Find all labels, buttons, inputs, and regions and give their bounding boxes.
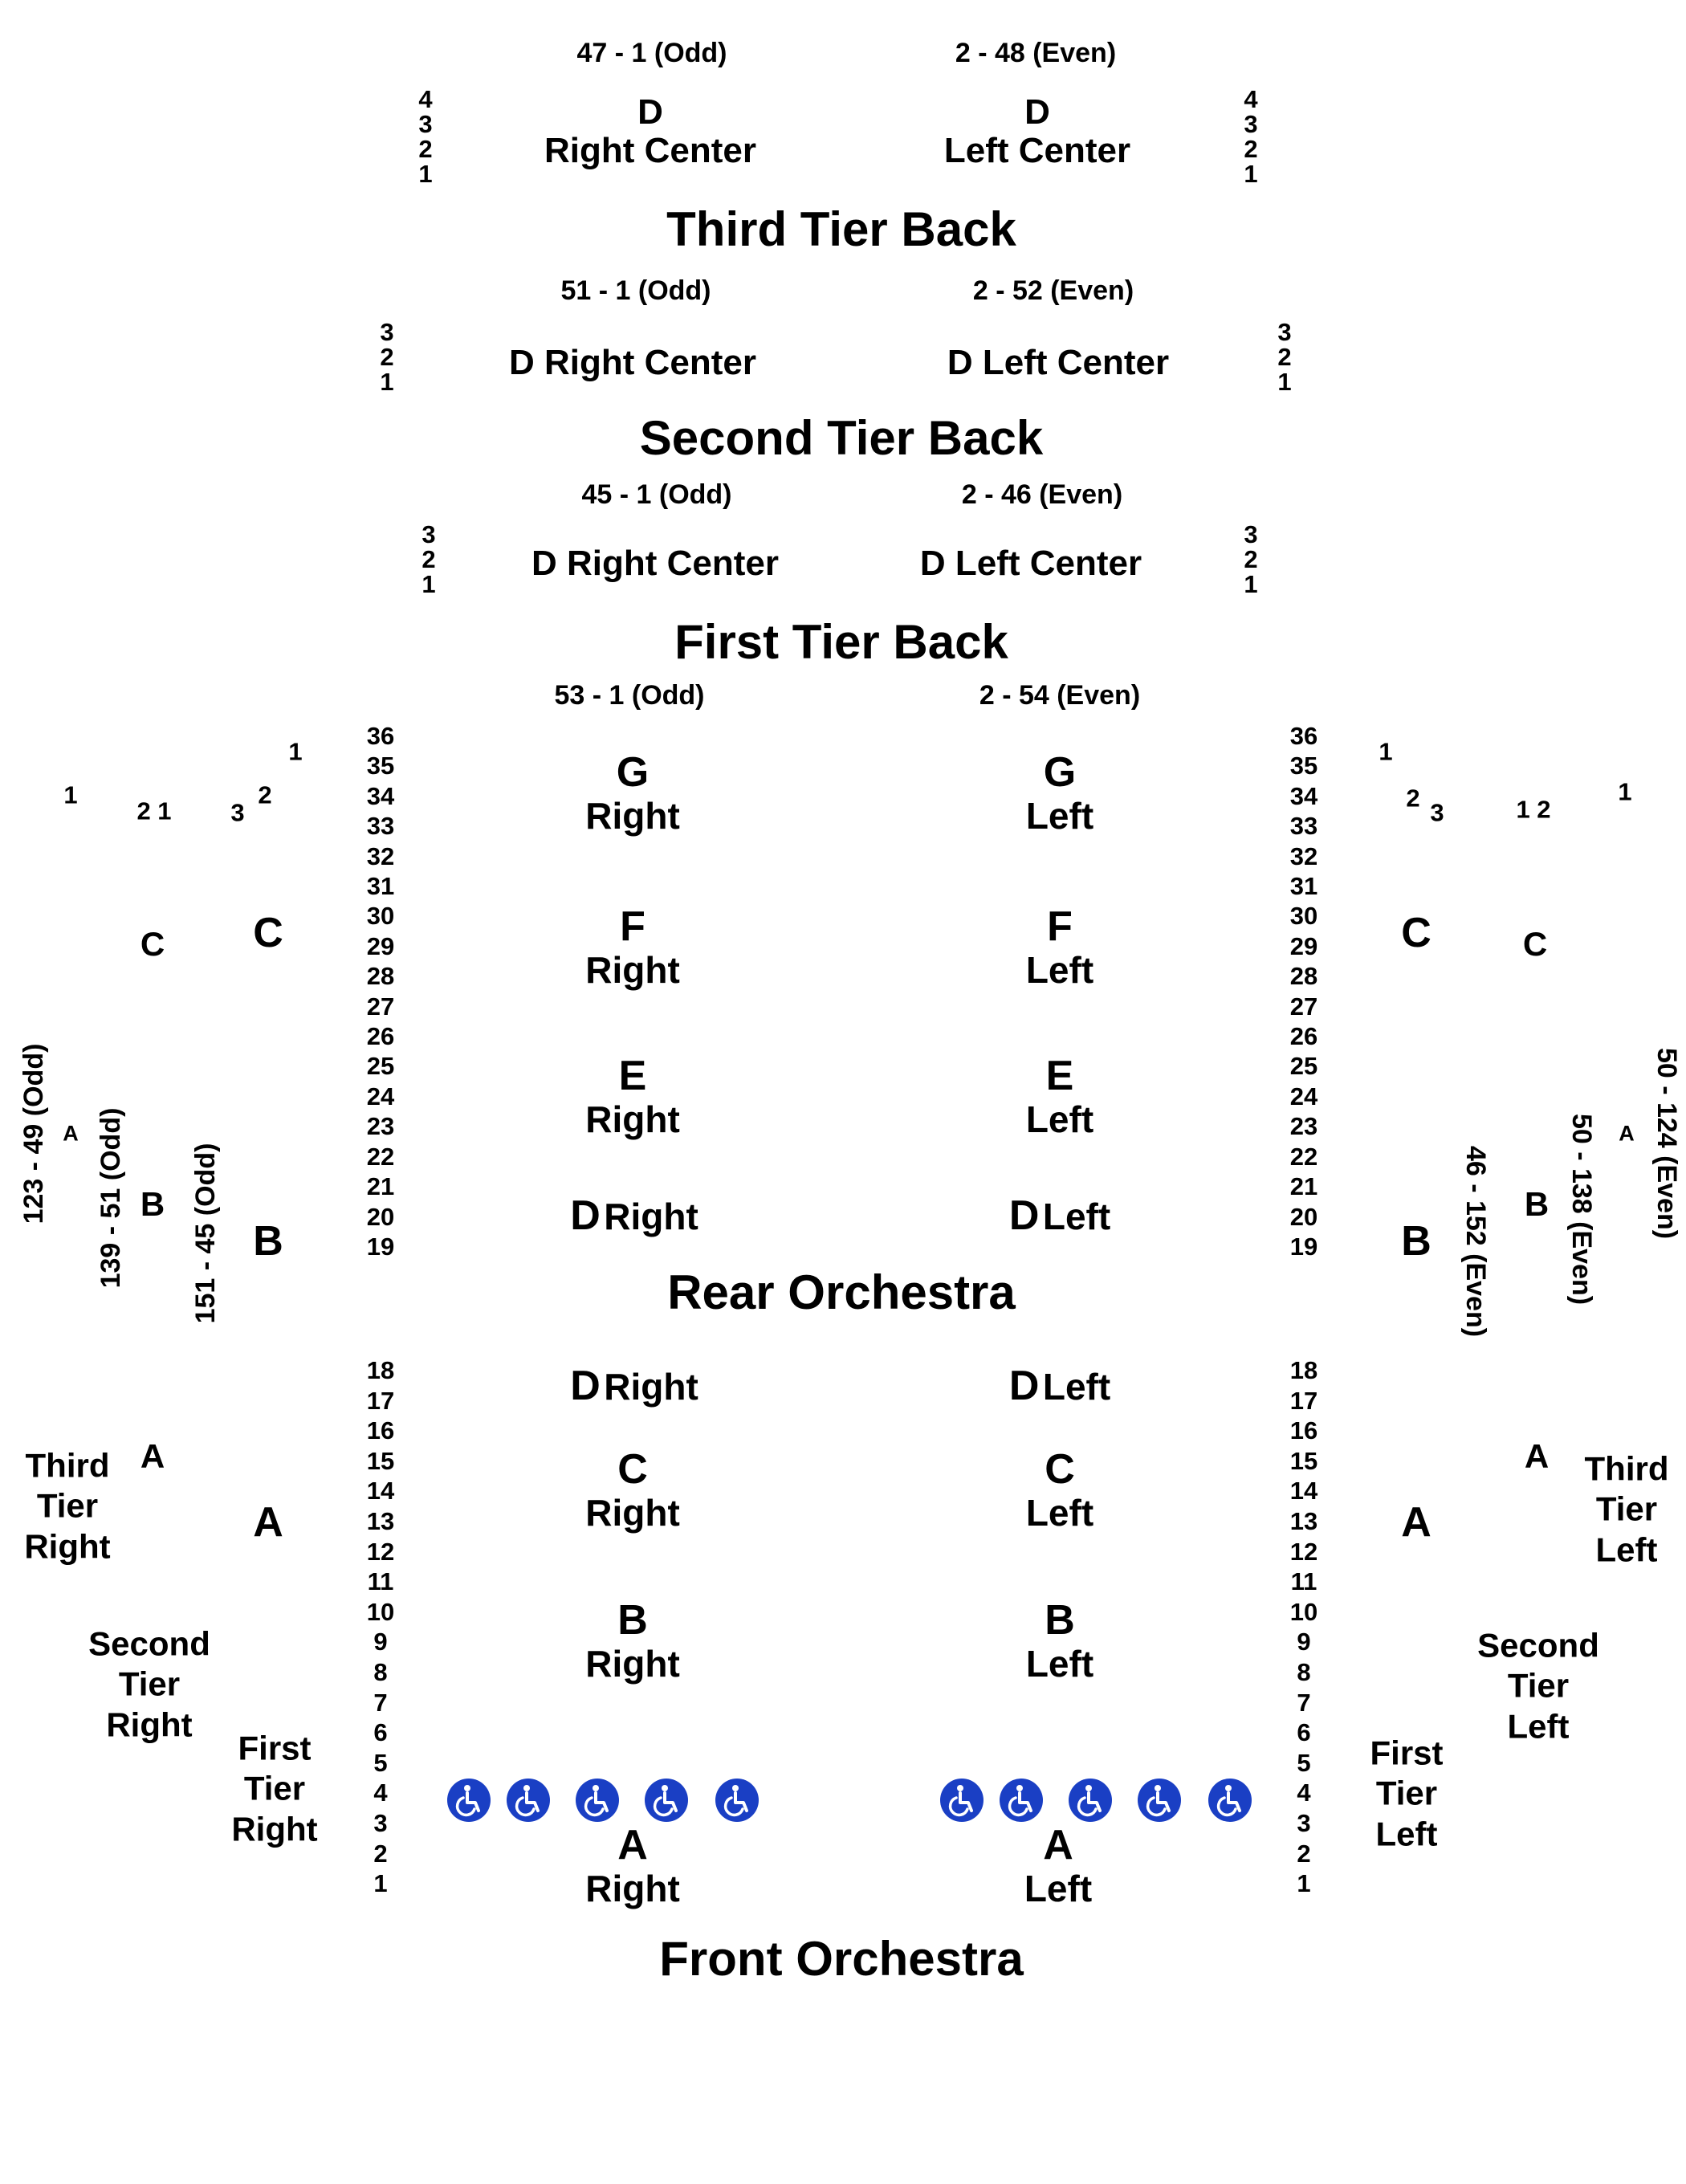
second-tier-right-box-label: 2 1: [136, 797, 172, 825]
wheelchair-accessible-icon[interactable]: [1138, 1779, 1181, 1822]
second-tier-left-a[interactable]: A: [1524, 1437, 1550, 1475]
third-tier-right-range: 123 - 49 (Odd): [18, 1043, 49, 1224]
first-tier-back-range-even: 2 - 46 (Even): [961, 479, 1123, 510]
first-tier-left-label: First Tier Left: [1370, 1734, 1444, 1853]
first-tier-right-c[interactable]: C: [253, 910, 283, 956]
rear-orchestra-title: Rear Orchestra: [667, 1265, 1016, 1319]
second-tier-back-left-center[interactable]: D Left Center: [947, 343, 1170, 382]
third-tier-back-range-even: 2 - 48 (Even): [955, 38, 1117, 68]
second-tier-left-b[interactable]: B: [1524, 1185, 1550, 1223]
third-tier-back-left-center-letter[interactable]: D: [1024, 92, 1050, 132]
third-tier-left-box-label: 1: [1618, 777, 1632, 806]
second-tier-right-a[interactable]: A: [140, 1437, 165, 1475]
first-tier-back-right-center[interactable]: D Right Center: [531, 544, 779, 583]
wheelchair-accessible-icon[interactable]: [1208, 1779, 1252, 1822]
third-tier-back-left-center-name[interactable]: Left Center: [943, 131, 1131, 170]
third-tier-right-label: Third Tier Right: [24, 1446, 111, 1566]
first-tier-right-label: First Tier Right: [231, 1729, 318, 1848]
third-tier-back-title: Third Tier Back: [666, 202, 1016, 256]
wheelchair-accessible-icon[interactable]: [645, 1779, 688, 1822]
second-tier-right-label: Second Tier Right: [88, 1624, 210, 1744]
wheelchair-accessible-icon[interactable]: [576, 1779, 619, 1822]
wheelchair-accessible-icon[interactable]: [507, 1779, 550, 1822]
third-tier-left-label: Third Tier Left: [1584, 1449, 1669, 1569]
second-tier-left-c[interactable]: C: [1522, 925, 1548, 963]
first-tier-right-range: 151 - 45 (Odd): [190, 1143, 221, 1324]
section-d-right-rear[interactable]: D Right: [570, 1192, 698, 1239]
first-tier-right-a[interactable]: A: [253, 1499, 283, 1546]
second-tier-left-box-label: 1 2: [1516, 795, 1551, 824]
first-tier-left-box-3: 3: [1430, 798, 1444, 827]
third-tier-left-range: 50 - 124 (Even): [1651, 1047, 1682, 1240]
third-tier-back-range-odd: 47 - 1 (Odd): [576, 38, 727, 68]
first-tier-left-b[interactable]: B: [1401, 1218, 1431, 1265]
first-tier-back-left-center[interactable]: D Left Center: [919, 544, 1142, 583]
third-tier-back-right-center-name[interactable]: Right Center: [544, 131, 756, 170]
first-tier-left-c[interactable]: C: [1401, 910, 1431, 956]
wheelchair-accessible-icon[interactable]: [447, 1779, 491, 1822]
wheelchair-accessible-icon[interactable]: [940, 1779, 984, 1822]
first-tier-right-box-1: 1: [288, 737, 303, 766]
second-tier-back-right-center[interactable]: D Right Center: [509, 343, 756, 382]
second-tier-back-range-odd: 51 - 1 (Odd): [560, 275, 711, 306]
section-d-right-front[interactable]: D Right: [570, 1363, 698, 1409]
second-tier-back-title: Second Tier Back: [639, 411, 1044, 465]
third-tier-right-a-small[interactable]: A: [63, 1121, 79, 1146]
wheelchair-accessible-icon[interactable]: [1000, 1779, 1043, 1822]
second-tier-right-b[interactable]: B: [140, 1185, 165, 1223]
first-tier-right-b[interactable]: B: [253, 1218, 283, 1265]
third-tier-back-right-center-letter[interactable]: D: [637, 92, 663, 132]
second-tier-right-c[interactable]: C: [140, 925, 165, 963]
front-orchestra-title: Front Orchestra: [659, 1932, 1024, 1986]
third-tier-left-a-small[interactable]: A: [1619, 1121, 1635, 1146]
section-d-left-rear[interactable]: D Left: [1008, 1192, 1111, 1239]
section-d-left-front[interactable]: D Left: [1008, 1363, 1111, 1409]
wheelchair-accessible-icon[interactable]: [1069, 1779, 1112, 1822]
second-tier-right-range: 139 - 51 (Odd): [96, 1107, 126, 1289]
first-tier-left-box-2: 2: [1406, 784, 1420, 813]
rear-orchestra-range-even: 2 - 54 (Even): [979, 680, 1141, 711]
first-tier-right-box-2: 2: [258, 780, 272, 809]
first-tier-right-box-3: 3: [230, 798, 245, 827]
rear-orchestra-range-odd: 53 - 1 (Odd): [554, 680, 705, 711]
first-tier-back-range-odd: 45 - 1 (Odd): [581, 479, 732, 510]
first-tier-back-title: First Tier Back: [674, 615, 1008, 669]
second-tier-left-label: Second Tier Left: [1477, 1626, 1599, 1746]
first-tier-left-a[interactable]: A: [1401, 1499, 1431, 1546]
wheelchair-accessible-icon[interactable]: [715, 1779, 759, 1822]
first-tier-left-range: 46 - 152 (Even): [1460, 1145, 1491, 1338]
third-tier-right-box-label: 1: [63, 780, 78, 809]
first-tier-left-box-1: 1: [1379, 737, 1393, 766]
second-tier-back-range-even: 2 - 52 (Even): [972, 275, 1134, 306]
second-tier-left-range: 50 - 138 (Even): [1566, 1113, 1597, 1306]
